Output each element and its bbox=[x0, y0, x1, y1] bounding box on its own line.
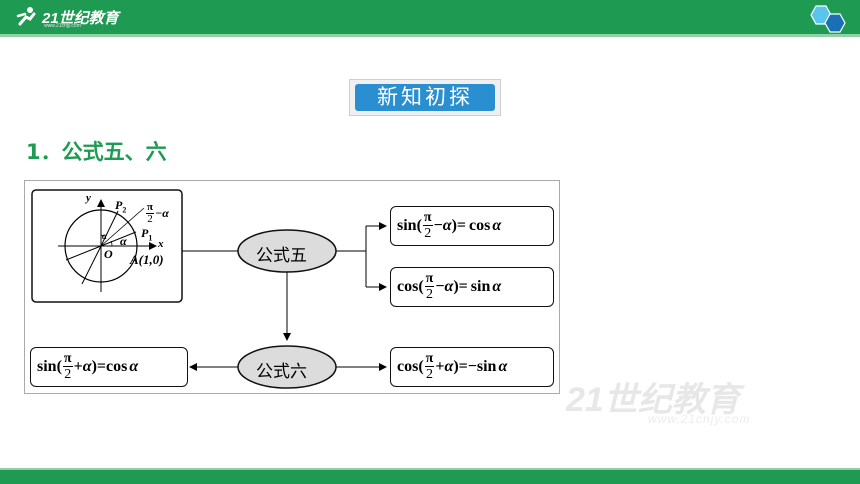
section-badge: 新知初探 bbox=[349, 79, 501, 116]
logo-subtext: www.21cnjy.com bbox=[44, 23, 81, 29]
section-heading: 1．公式五、六 bbox=[26, 140, 167, 164]
alpha-label: α bbox=[120, 234, 127, 248]
p1-label: P1 bbox=[141, 226, 153, 243]
runner-logo-icon bbox=[16, 7, 36, 26]
origin-label: O bbox=[104, 247, 113, 261]
logo-text: 21世纪教育 bbox=[42, 9, 119, 27]
top-banner bbox=[0, 0, 860, 34]
site-logo[interactable]: 21世纪教育 bbox=[16, 5, 119, 29]
formula-five-label: 公式五 bbox=[256, 246, 307, 266]
formula-five-node bbox=[237, 229, 337, 273]
x-axis-label: x bbox=[158, 238, 164, 250]
watermark-text: 21世纪教育 bbox=[566, 381, 740, 419]
formula-six-node bbox=[237, 345, 337, 389]
point-a-label: A(1,0) bbox=[130, 252, 164, 267]
watermark-subtext: www.21cnjy.com bbox=[648, 412, 751, 426]
hexagon-decoration-icon bbox=[810, 5, 846, 33]
y-axis-label: y bbox=[86, 192, 91, 204]
badge-label: 新知初探 bbox=[355, 84, 495, 111]
formula-six-label: 公式六 bbox=[256, 362, 307, 382]
bottom-banner-stripe bbox=[0, 468, 860, 470]
bottom-banner bbox=[0, 470, 860, 484]
top-banner-stripe bbox=[0, 34, 860, 37]
alpha2-label: α bbox=[102, 231, 107, 241]
p2-label: P2 bbox=[115, 198, 127, 215]
